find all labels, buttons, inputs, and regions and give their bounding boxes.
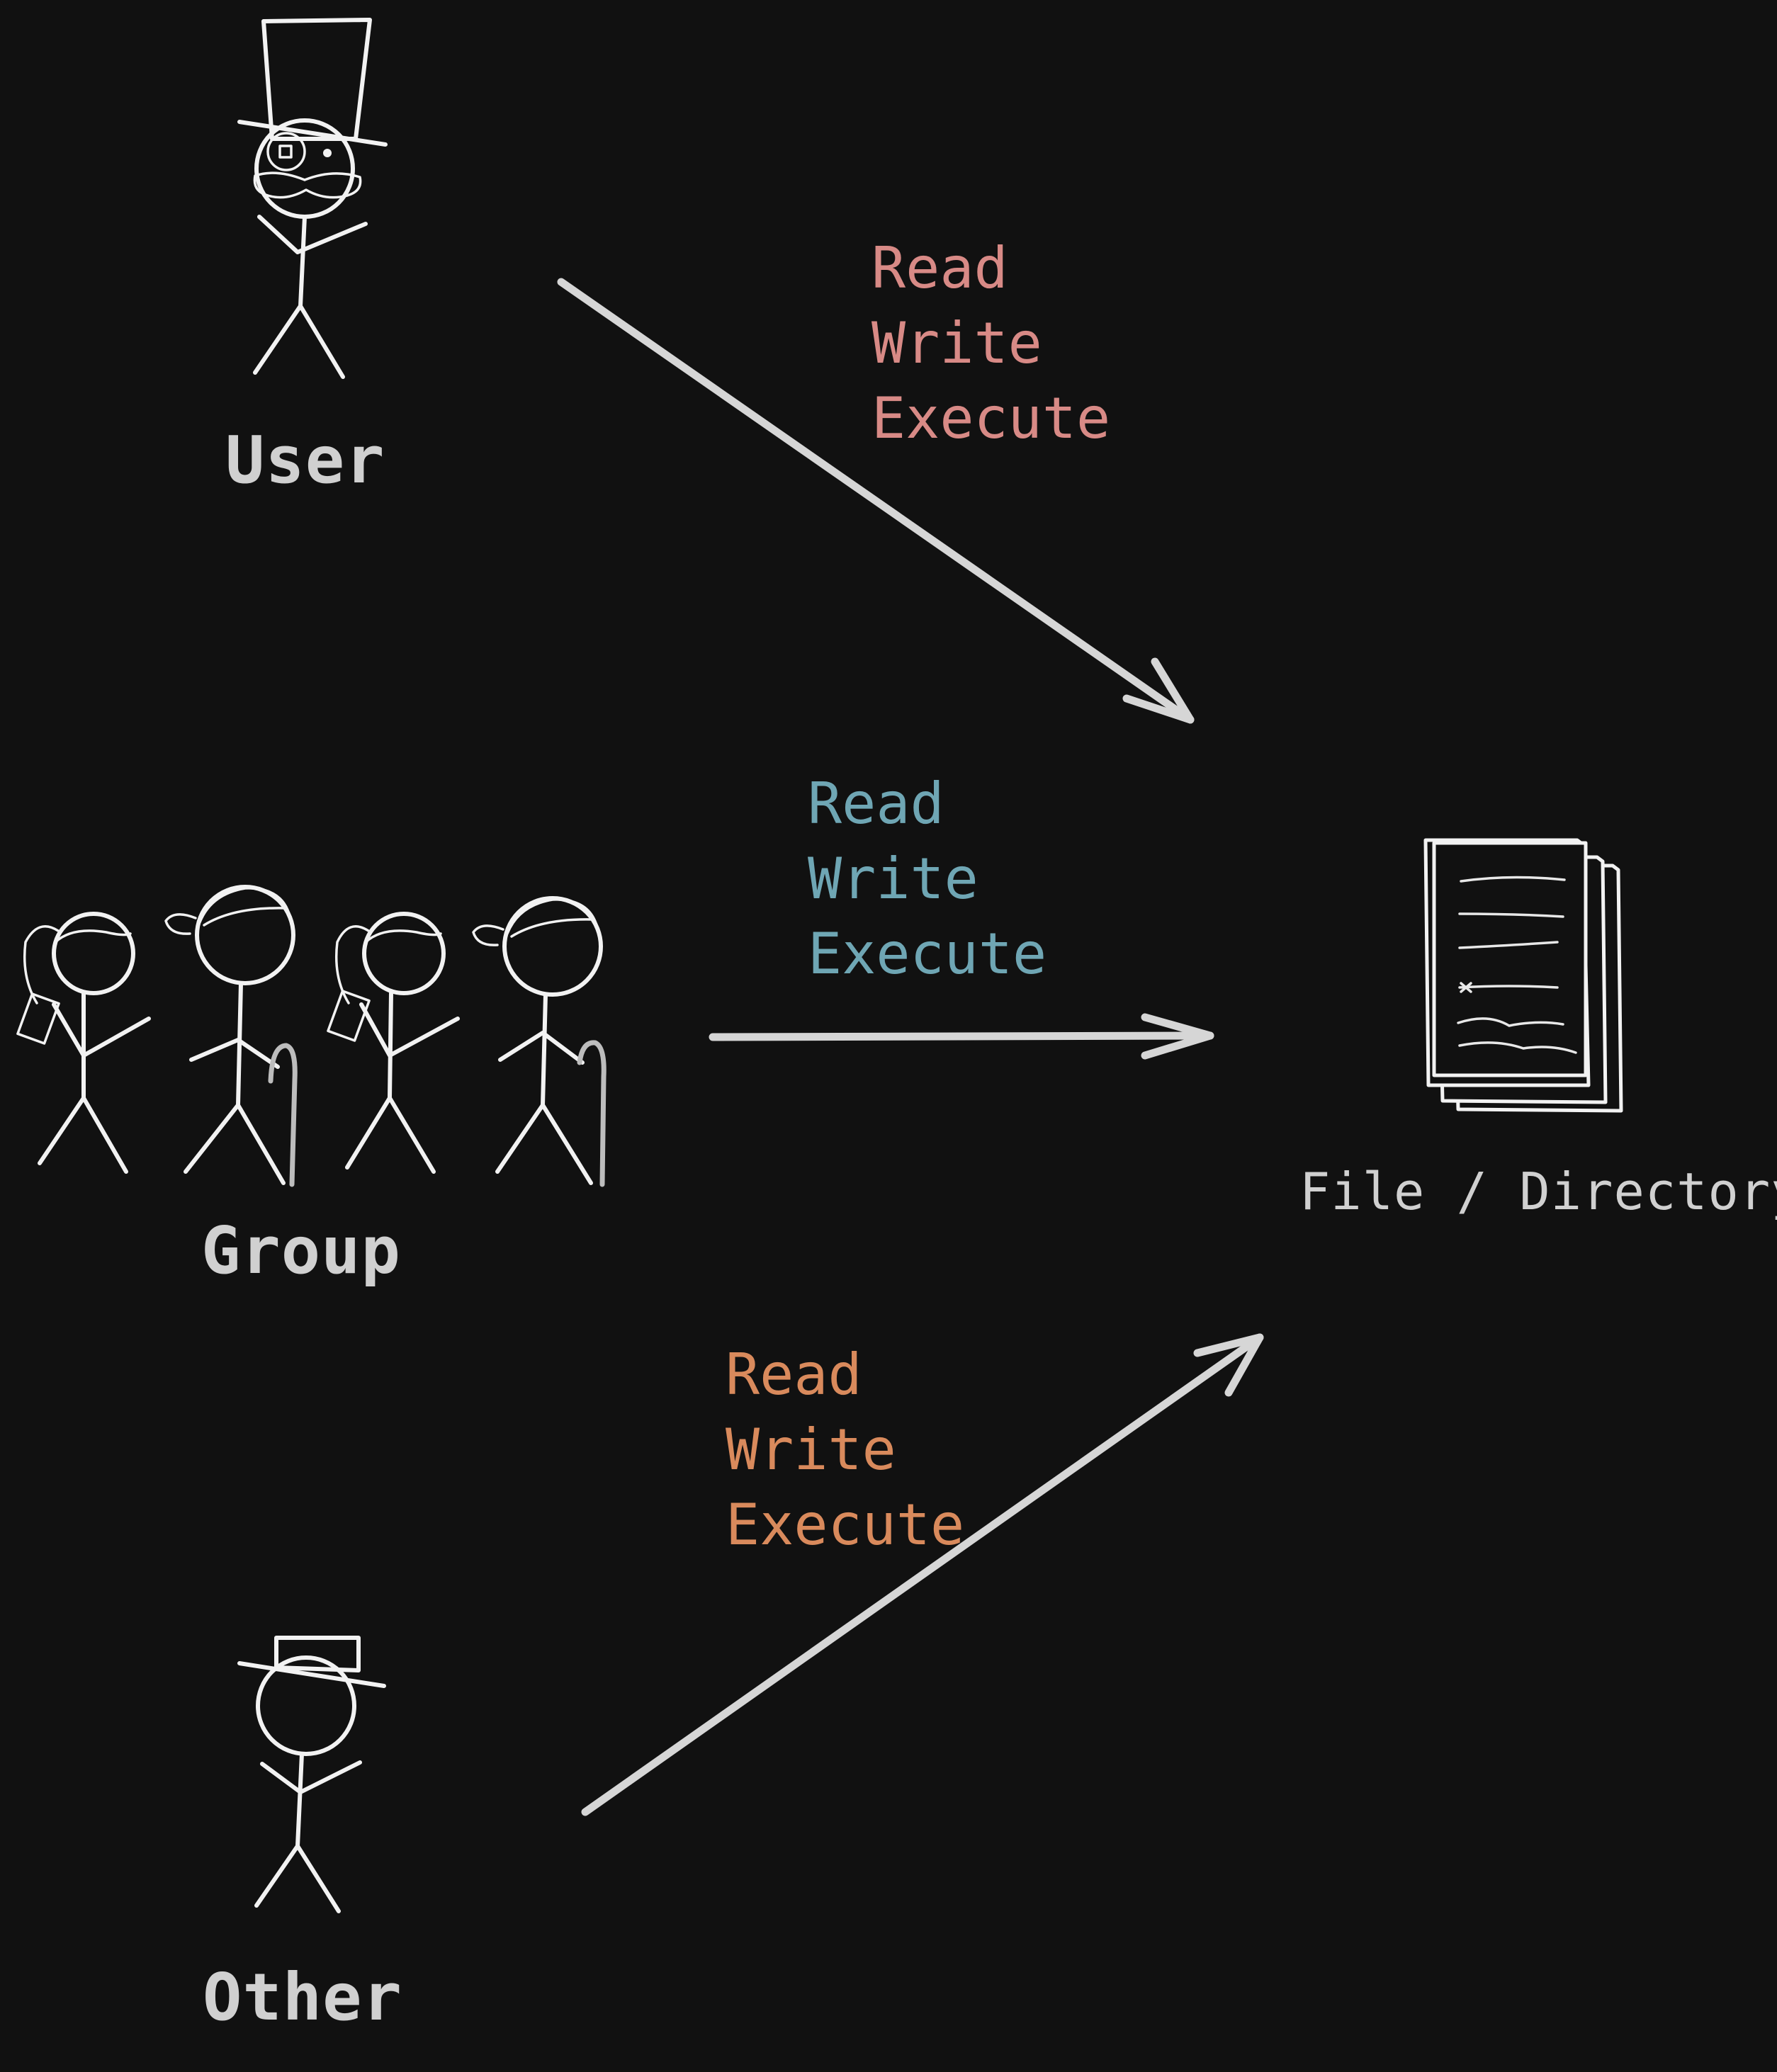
file-directory-icon [1423,838,1623,1113]
other-head [256,1655,356,1756]
other-hat [237,1636,386,1688]
group-figures [16,885,607,1187]
group-person-4 [472,896,607,1187]
group-label: Group [201,1213,401,1289]
group-person-2 [164,885,298,1187]
group-permission-write: Write [808,846,978,912]
other-permission-execute: Execute [726,1492,965,1558]
user-top-hat [237,18,388,147]
group-person-1 [16,912,151,1174]
user-monocle [266,132,306,171]
group-permission-read: Read [808,771,944,837]
user-head [254,118,355,219]
user-permission-read: Read [871,235,1008,301]
other-arrow [581,1333,1264,1816]
other-figure [237,1636,386,1913]
user-moustache [253,171,362,199]
user-permission-execute: Execute [871,385,1111,451]
user-body [253,215,368,379]
other-label: Other [203,1959,402,2035]
user-arrow [557,278,1195,724]
user-label: User [225,422,385,498]
other-body [254,1752,362,1913]
group-arrow [709,1013,1214,1060]
user-figure [237,18,388,379]
group-person-3 [327,912,460,1174]
group-permissions: Read Write Execute [808,766,1047,992]
group-permission-execute: Execute [808,921,1047,987]
user-permissions: Read Write Execute [871,231,1110,456]
user-permission-write: Write [871,310,1042,376]
other-permissions: Read Write Execute [726,1337,964,1563]
file-directory-label: File / Directory [1299,1162,1777,1221]
other-permission-write: Write [726,1417,896,1483]
other-permission-read: Read [726,1342,862,1408]
